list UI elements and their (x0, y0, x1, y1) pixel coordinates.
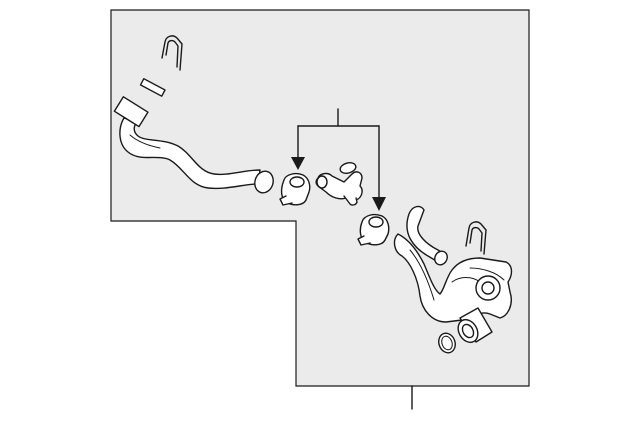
hose-connector-icon (279, 172, 311, 206)
bracket-leader (291, 108, 386, 211)
hose-connector-icon (357, 213, 390, 246)
small-clamp-icon (139, 78, 166, 97)
heater-hose-icon (113, 96, 274, 194)
water-pump-hose-assembly-icon (393, 205, 513, 344)
hose-clip-icon (465, 221, 487, 255)
arrow-down-icon (291, 157, 305, 170)
o-ring-icon (438, 332, 456, 354)
water-valve-icon (315, 162, 363, 206)
arrow-down-icon (372, 197, 386, 211)
hose-clip-icon (161, 35, 183, 71)
